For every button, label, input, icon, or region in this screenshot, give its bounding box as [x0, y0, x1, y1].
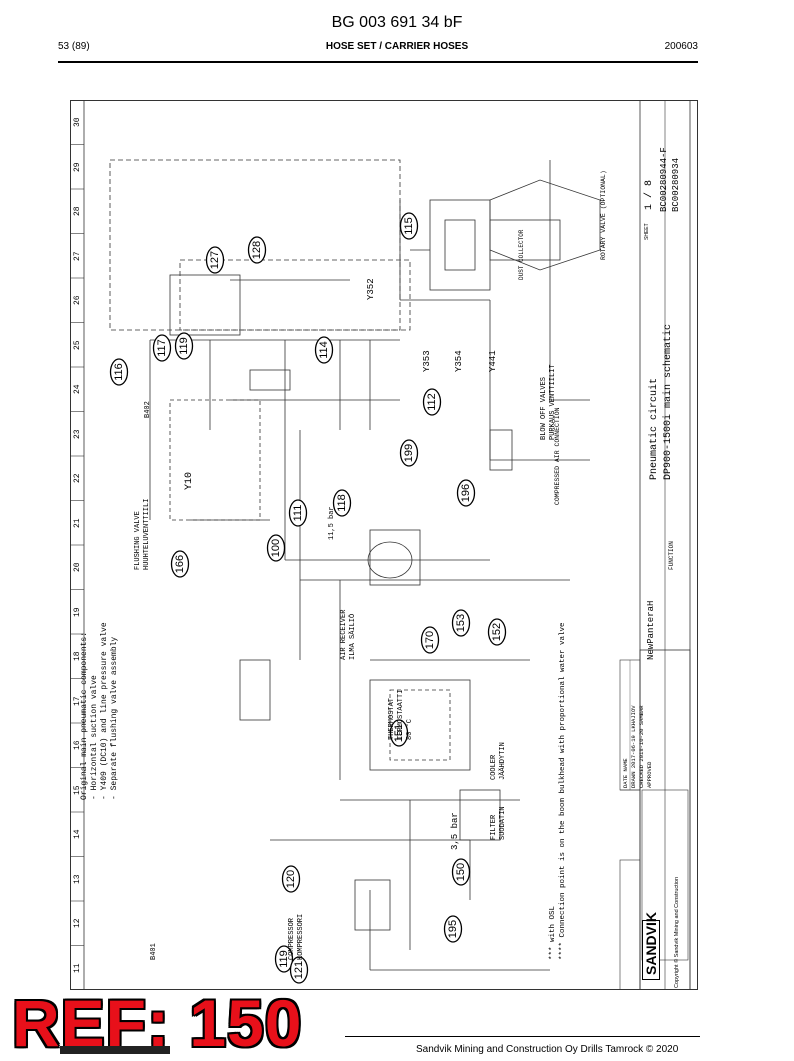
callout-number: 166 [174, 555, 186, 573]
header-rule [58, 61, 698, 63]
callout-number: 196 [460, 484, 472, 502]
callout-number: 117 [156, 339, 168, 357]
callout-196: 196 [456, 479, 476, 507]
callout-119: 119 [174, 332, 194, 360]
callout-number: 115 [403, 217, 415, 235]
callout-number: 100 [270, 539, 282, 557]
callout-number: 195 [447, 920, 459, 938]
callout-119: 119 [274, 945, 294, 973]
callout-number: 152 [491, 623, 503, 641]
footer-logo [60, 1046, 170, 1054]
callout-150: 150 [451, 858, 471, 886]
callout-number: 114 [318, 341, 330, 359]
pneumatic-lines [109, 159, 601, 971]
callout-116: 116 [109, 358, 129, 386]
callout-121: 121 [289, 956, 309, 984]
callout-number: 118 [336, 494, 348, 512]
callout-115: 115 [399, 212, 419, 240]
callout-number: 128 [251, 241, 263, 259]
callout-120: 120 [281, 865, 301, 893]
sheet-border [70, 100, 698, 990]
callout-118: 118 [332, 489, 352, 517]
callout-117: 117 [152, 334, 172, 362]
callout-195: 195 [443, 915, 463, 943]
callout-number: 127 [209, 251, 221, 269]
section-title: HOSE SET / CARRIER HOSES [325, 41, 469, 52]
callout-number: 151 [393, 724, 405, 742]
callout-number: 116 [113, 363, 125, 381]
callout-number: 199 [403, 444, 415, 462]
callout-151: 151 [389, 719, 409, 747]
callout-153: 153 [451, 609, 471, 637]
callout-111: 111 [288, 499, 308, 527]
title-block [619, 100, 691, 990]
schematic-sheet: 116 117 119 127 128 114 115 112 199 196 111 118 100 1… [70, 100, 698, 990]
callout-number: 121 [293, 961, 305, 979]
document-title: BG 003 691 34 bF [331, 14, 463, 31]
column-ticks [70, 100, 84, 946]
page-number: 53 (89) [58, 41, 90, 52]
callout-number: 119 [278, 950, 290, 968]
callouts: 116 117 119 127 128 114 115 112 199 196 111 118 100 1… [109, 212, 507, 984]
callout-170: 170 [420, 626, 440, 654]
callout-128: 128 [247, 236, 267, 264]
callout-number: 150 [455, 863, 467, 881]
callout-number: 120 [285, 870, 297, 888]
callout-number: 119 [178, 337, 190, 355]
callout-number: 153 [455, 614, 467, 632]
footer-rule [345, 1036, 700, 1037]
callout-number: 170 [424, 631, 436, 649]
callout-114: 114 [314, 336, 334, 364]
callout-199: 199 [399, 439, 419, 467]
callout-number: 111 [292, 505, 304, 522]
callout-100: 100 [266, 534, 286, 562]
document-date: 200603 [664, 41, 698, 52]
footer-text: Sandvik Mining and Construction Oy Drill… [416, 1044, 679, 1055]
callout-127: 127 [205, 246, 225, 274]
callout-number: 112 [426, 393, 438, 411]
callout-166: 166 [170, 550, 190, 578]
callout-152: 152 [487, 618, 507, 646]
callout-112: 112 [422, 388, 442, 416]
